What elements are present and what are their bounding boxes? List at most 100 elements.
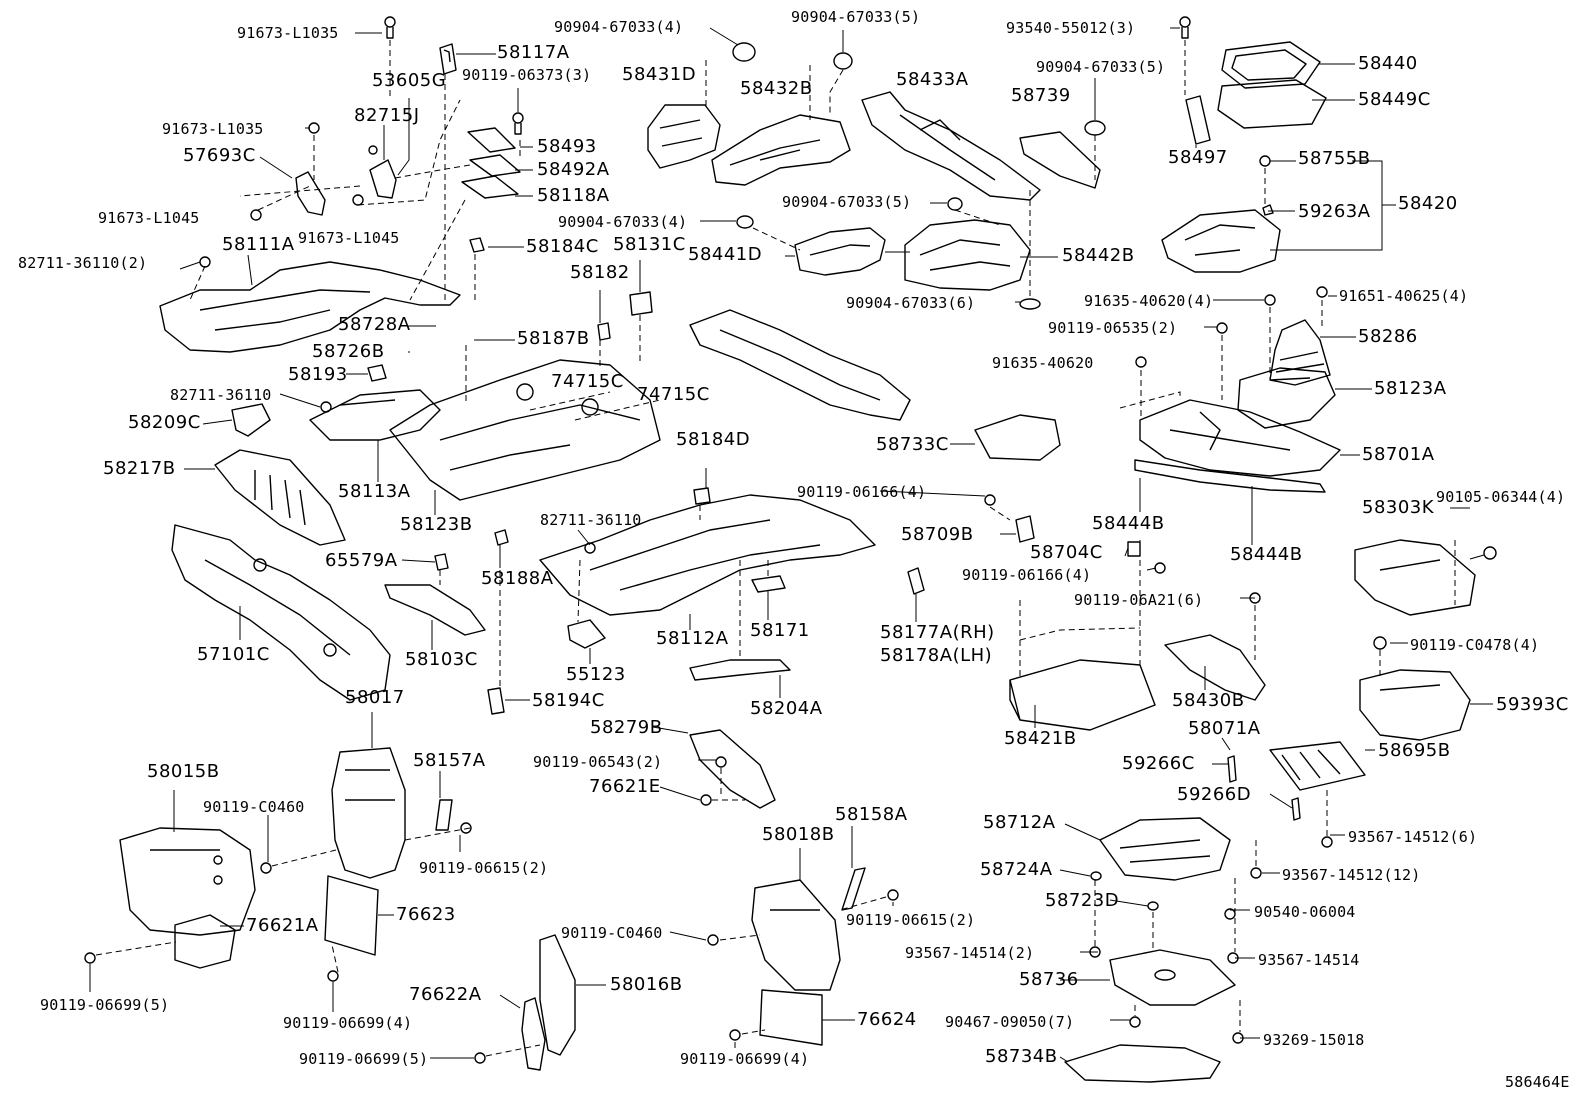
bolt-90119-06373 (512, 112, 524, 135)
label-58733c: 58733C (876, 434, 949, 455)
label-90904-67033-4b: 90904-67033(4) (558, 213, 688, 231)
frame-57101c (171, 524, 391, 701)
bracket-82715j (368, 145, 397, 199)
label-91651-40625-4: 91651-40625(4) (1339, 287, 1469, 305)
rail-58103c (384, 584, 486, 636)
label-58421b: 58421B (1004, 728, 1077, 749)
label-58177a-rh: 58177A(RH) (880, 622, 995, 643)
label-91635-40620-4: 91635-40620(4) (1084, 292, 1214, 310)
label-58709b: 58709B (901, 524, 974, 545)
bracket-58193 (367, 364, 387, 382)
label-58018b: 58018B (762, 824, 835, 845)
label-58103c: 58103C (405, 649, 478, 670)
shield-58015b (119, 827, 256, 936)
label-58123a: 58123A (1374, 378, 1447, 399)
box-58421b (1009, 659, 1156, 731)
label-90119-06699-4b: 90119-06699(4) (680, 1050, 810, 1068)
label-93567-14512-6: 93567-14512(6) (1348, 828, 1478, 846)
seal-58733c (974, 414, 1061, 461)
label-90119-06166-4b: 90119-06166(4) (962, 566, 1092, 584)
pad-58492a (469, 154, 521, 177)
floor-58701a (1139, 399, 1341, 477)
label-58441d: 58441D (688, 244, 763, 265)
floor-58112a (539, 494, 876, 616)
bracket-58194c (487, 687, 505, 715)
bolt-91673-l1035-mid (308, 122, 320, 134)
label-90119-06166-4a: 90119-06166(4) (797, 483, 927, 501)
shield-58018b (751, 879, 841, 991)
panel-58431d (647, 104, 721, 169)
label-58209c: 58209C (128, 412, 201, 433)
plug-90904-67033-b (833, 52, 853, 70)
label-58187b: 58187B (517, 328, 590, 349)
label-58112a: 58112A (656, 628, 729, 649)
label-58440: 58440 (1358, 53, 1418, 74)
insulator-58433a (861, 91, 1041, 201)
label-65579a: 65579A (325, 550, 398, 571)
label-58217b: 58217B (103, 458, 176, 479)
label-58739: 58739 (1011, 85, 1071, 106)
label-91673-l1045-b: 91673-L1045 (298, 229, 400, 247)
bracket-58177a (907, 567, 925, 595)
label-58726b: 58726B (312, 341, 385, 362)
label-90904-67033-5a: 90904-67033(5) (791, 8, 921, 26)
label-59393c: 59393C (1496, 694, 1569, 715)
bracket-58171 (751, 575, 786, 593)
pin-59266d (1291, 797, 1301, 821)
insulator-58442b (904, 197, 1041, 310)
clip-58724a (1090, 871, 1102, 881)
label-58492a: 58492A (537, 159, 610, 180)
crossmember-58123b (389, 359, 661, 501)
bracket-57693c (295, 171, 326, 216)
clip-82711-36110-b (320, 401, 332, 413)
bolt-91673-l1045-a (250, 194, 364, 221)
label-93567-14514: 93567-14514 (1258, 951, 1360, 969)
label-76621e: 76621E (589, 776, 661, 797)
label-58117a: 58117A (497, 42, 570, 63)
label-91673-l1045-a: 91673-L1045 (98, 209, 200, 227)
label-58158a: 58158A (835, 804, 908, 825)
label-58123b: 58123B (400, 514, 473, 535)
clip-58184d (693, 487, 711, 505)
label-58015b: 58015B (147, 761, 220, 782)
label-58118a: 58118A (537, 185, 610, 206)
plate-58497 (1185, 95, 1211, 145)
label-90904-67033-4a: 90904-67033(4) (554, 18, 684, 36)
clip-58704c (1127, 541, 1166, 574)
tunnel-center (689, 309, 911, 421)
label-90119-06699-5a: 90119-06699(5) (40, 996, 170, 1014)
clip-58723d (1147, 901, 1159, 911)
clip-58182 (597, 322, 611, 341)
bar-58695b (1269, 741, 1366, 791)
label-58204a: 58204A (750, 698, 823, 719)
label-58182: 58182 (570, 262, 630, 283)
label-58728a: 58728A (338, 314, 411, 335)
label-58111a: 58111A (222, 234, 295, 255)
label-58016b: 58016B (610, 974, 683, 995)
label-90119-06699-5b: 90119-06699(5) (299, 1050, 429, 1068)
bolt-93540-55012 (1179, 16, 1191, 39)
label-58303k: 58303K (1362, 497, 1435, 518)
label-59266c: 59266C (1122, 753, 1195, 774)
cover-58440 (1221, 41, 1321, 89)
seal-58444b (1134, 459, 1326, 493)
label-58113a: 58113A (338, 481, 411, 502)
tray-58303k (1354, 539, 1497, 616)
label-90904-67033-5c: 90904-67033(5) (782, 193, 912, 211)
shield-58017 (331, 747, 406, 879)
shield-76621a (174, 914, 236, 969)
label-58701a: 58701A (1362, 444, 1435, 465)
label-58017: 58017 (345, 687, 405, 708)
label-58194c: 58194C (532, 690, 605, 711)
label-58178a-lh: 58178A(LH) (880, 645, 993, 666)
bracket-58709b (984, 494, 1035, 543)
label-58071a: 58071A (1188, 718, 1261, 739)
insulator-58432b (711, 114, 851, 186)
bolt-91673-l1035-top (384, 16, 396, 39)
label-57101c: 57101C (197, 644, 270, 665)
label-90119-06699-4a: 90119-06699(4) (283, 1014, 413, 1032)
boot-58286 (1135, 286, 1331, 386)
label-58193: 58193 (288, 364, 348, 385)
pad-58493 (467, 127, 516, 153)
bracket-58739 (1019, 120, 1106, 189)
